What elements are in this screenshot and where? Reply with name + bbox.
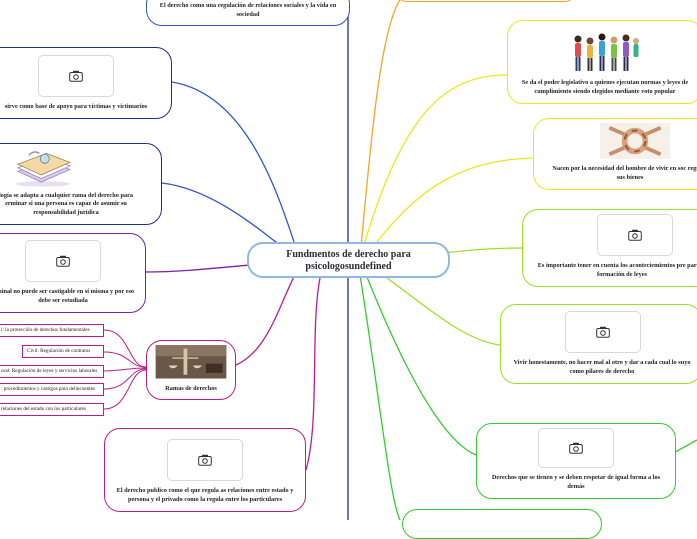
documents-illustration-icon — [16, 151, 71, 187]
node-orange-partial[interactable] — [396, 0, 576, 2]
camera-icon — [569, 442, 583, 454]
camera-icon — [596, 326, 610, 338]
node-criminal[interactable]: riminal no puede ser castigable en sí mi… — [0, 233, 146, 313]
node-criminal-text: riminal no puede ser castigable en sí mi… — [0, 288, 135, 304]
image-placeholder — [538, 428, 614, 468]
node-ramas-text: Ramas de derechos — [165, 384, 217, 392]
node-acontecimientos[interactable]: Es importante tener en cuenta los aconte… — [522, 209, 697, 287]
justice-photo-icon — [155, 345, 227, 379]
node-green-partial[interactable] — [402, 509, 602, 539]
hands-circle-photo-icon — [599, 123, 671, 159]
node-victimas-text: sirve como base de apoyo para víctimas y… — [4, 102, 148, 110]
central-topic-title: Fundmentos de derecho para psicologosund… — [286, 249, 411, 272]
node-legislativo-text: Se da el poder legislativo a quienes eje… — [521, 79, 689, 95]
node-psicologia[interactable]: logía se adapta a cualquier rama del der… — [0, 143, 162, 225]
node-legislativo[interactable]: Se da el poder legislativo a quienes eje… — [507, 20, 697, 104]
node-necesidad[interactable]: Nacen por la necesidad del hombre de viv… — [533, 118, 697, 190]
rama-item[interactable]: l: la protección de derechos fundamental… — [0, 324, 104, 338]
node-acontecimientos-text: Es importante tener en cuenta los aconte… — [537, 262, 697, 278]
rama-item[interactable]: relaciones del estado con los particular… — [0, 403, 104, 417]
node-necesidad-text: Nacen por la necesidad del hombre de viv… — [552, 165, 697, 181]
node-derechos-text: Derechos que se tienen y se deben respet… — [491, 474, 661, 490]
camera-icon — [56, 255, 70, 267]
node-psicologia-text: logía se adapta a cualquier rama del der… — [0, 191, 134, 216]
camera-icon — [198, 454, 212, 466]
node-vivir[interactable]: Vivir honestamente, no hacer mal al otro… — [500, 304, 697, 384]
node-regulacion-social[interactable]: El derecho como una regulación de relaci… — [146, 0, 350, 26]
mind-map-links — [103, 0, 697, 520]
image-placeholder — [38, 54, 114, 97]
node-derechos[interactable]: Derechos que se tienen y se deben respet… — [476, 423, 676, 499]
node-ramas[interactable]: Ramas de derechos — [146, 340, 236, 400]
node-derecho-publico[interactable]: El derecho publico como el que regula as… — [104, 428, 306, 512]
image-placeholder — [565, 311, 641, 353]
node-derecho-publico-text: El derecho publico como el que regula as… — [116, 487, 294, 503]
rama-item[interactable]: : procedimientos y castigos para delincu… — [0, 383, 104, 397]
image-placeholder — [597, 214, 673, 256]
node-victimas[interactable]: sirve como base de apoyo para víctimas y… — [0, 47, 172, 119]
rama-item[interactable]: Civil: Regulación de contratos — [22, 345, 104, 359]
people-group-icon — [574, 33, 639, 71]
image-placeholder — [167, 439, 243, 481]
central-topic[interactable]: Fundmentos de derecho para psicologosund… — [247, 242, 450, 278]
camera-icon — [628, 229, 642, 241]
camera-icon — [69, 70, 83, 82]
image-placeholder — [25, 240, 101, 282]
node-vivir-text: Vivir honestamente, no hacer mal al otro… — [513, 359, 691, 375]
node-regulacion-social-text: El derecho como una regulación de relaci… — [159, 2, 337, 18]
rama-item[interactable]: oral: Regulación de leyes y servicios la… — [0, 365, 104, 379]
